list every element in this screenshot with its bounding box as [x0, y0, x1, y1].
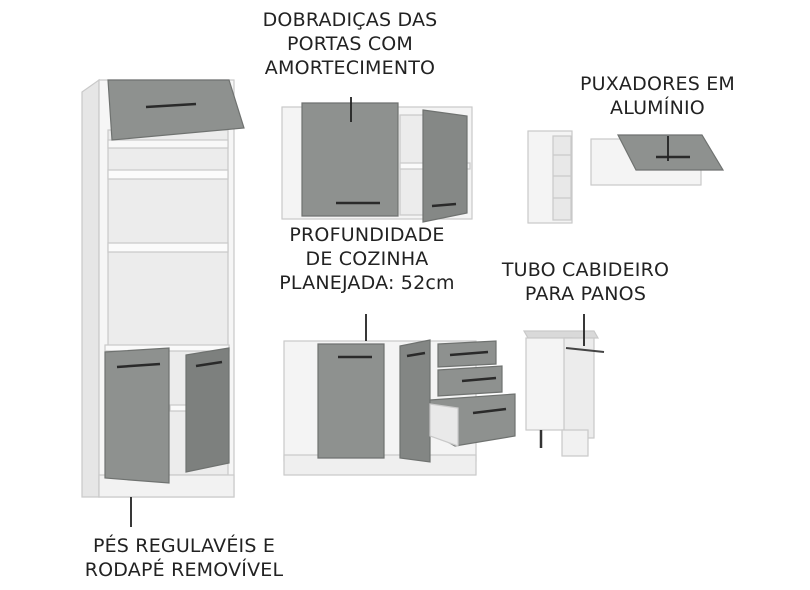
- wall-cabinet-doors-open: [281, 102, 473, 223]
- tower-lower-right-door: [185, 347, 230, 473]
- hinges-label: DOBRADIÇAS DAS PORTAS COM AMORTECIMENTO: [262, 9, 438, 79]
- depth-label: PROFUNDIDADE DE COZINHA PLANEJADA: 52cm: [279, 224, 455, 294]
- tower-flap-handle: [145, 102, 197, 109]
- handles-label: PUXADORES EM ALUMÍNIO: [579, 73, 736, 119]
- tower-flap-door: [107, 79, 245, 141]
- rail-cabinet: [522, 330, 605, 457]
- narrow-shelf-unit: [527, 130, 573, 224]
- feet-label: PÉS REGULAVÉIS E RODAPÉ REMOVÍVEL: [84, 535, 284, 581]
- small-flap-cabinet: [590, 134, 725, 186]
- tower-lower-left-door: [104, 347, 170, 484]
- base-sink-cabinet: [283, 339, 516, 476]
- rail-label: TUBO CABIDEIRO PARA PANOS: [501, 259, 670, 305]
